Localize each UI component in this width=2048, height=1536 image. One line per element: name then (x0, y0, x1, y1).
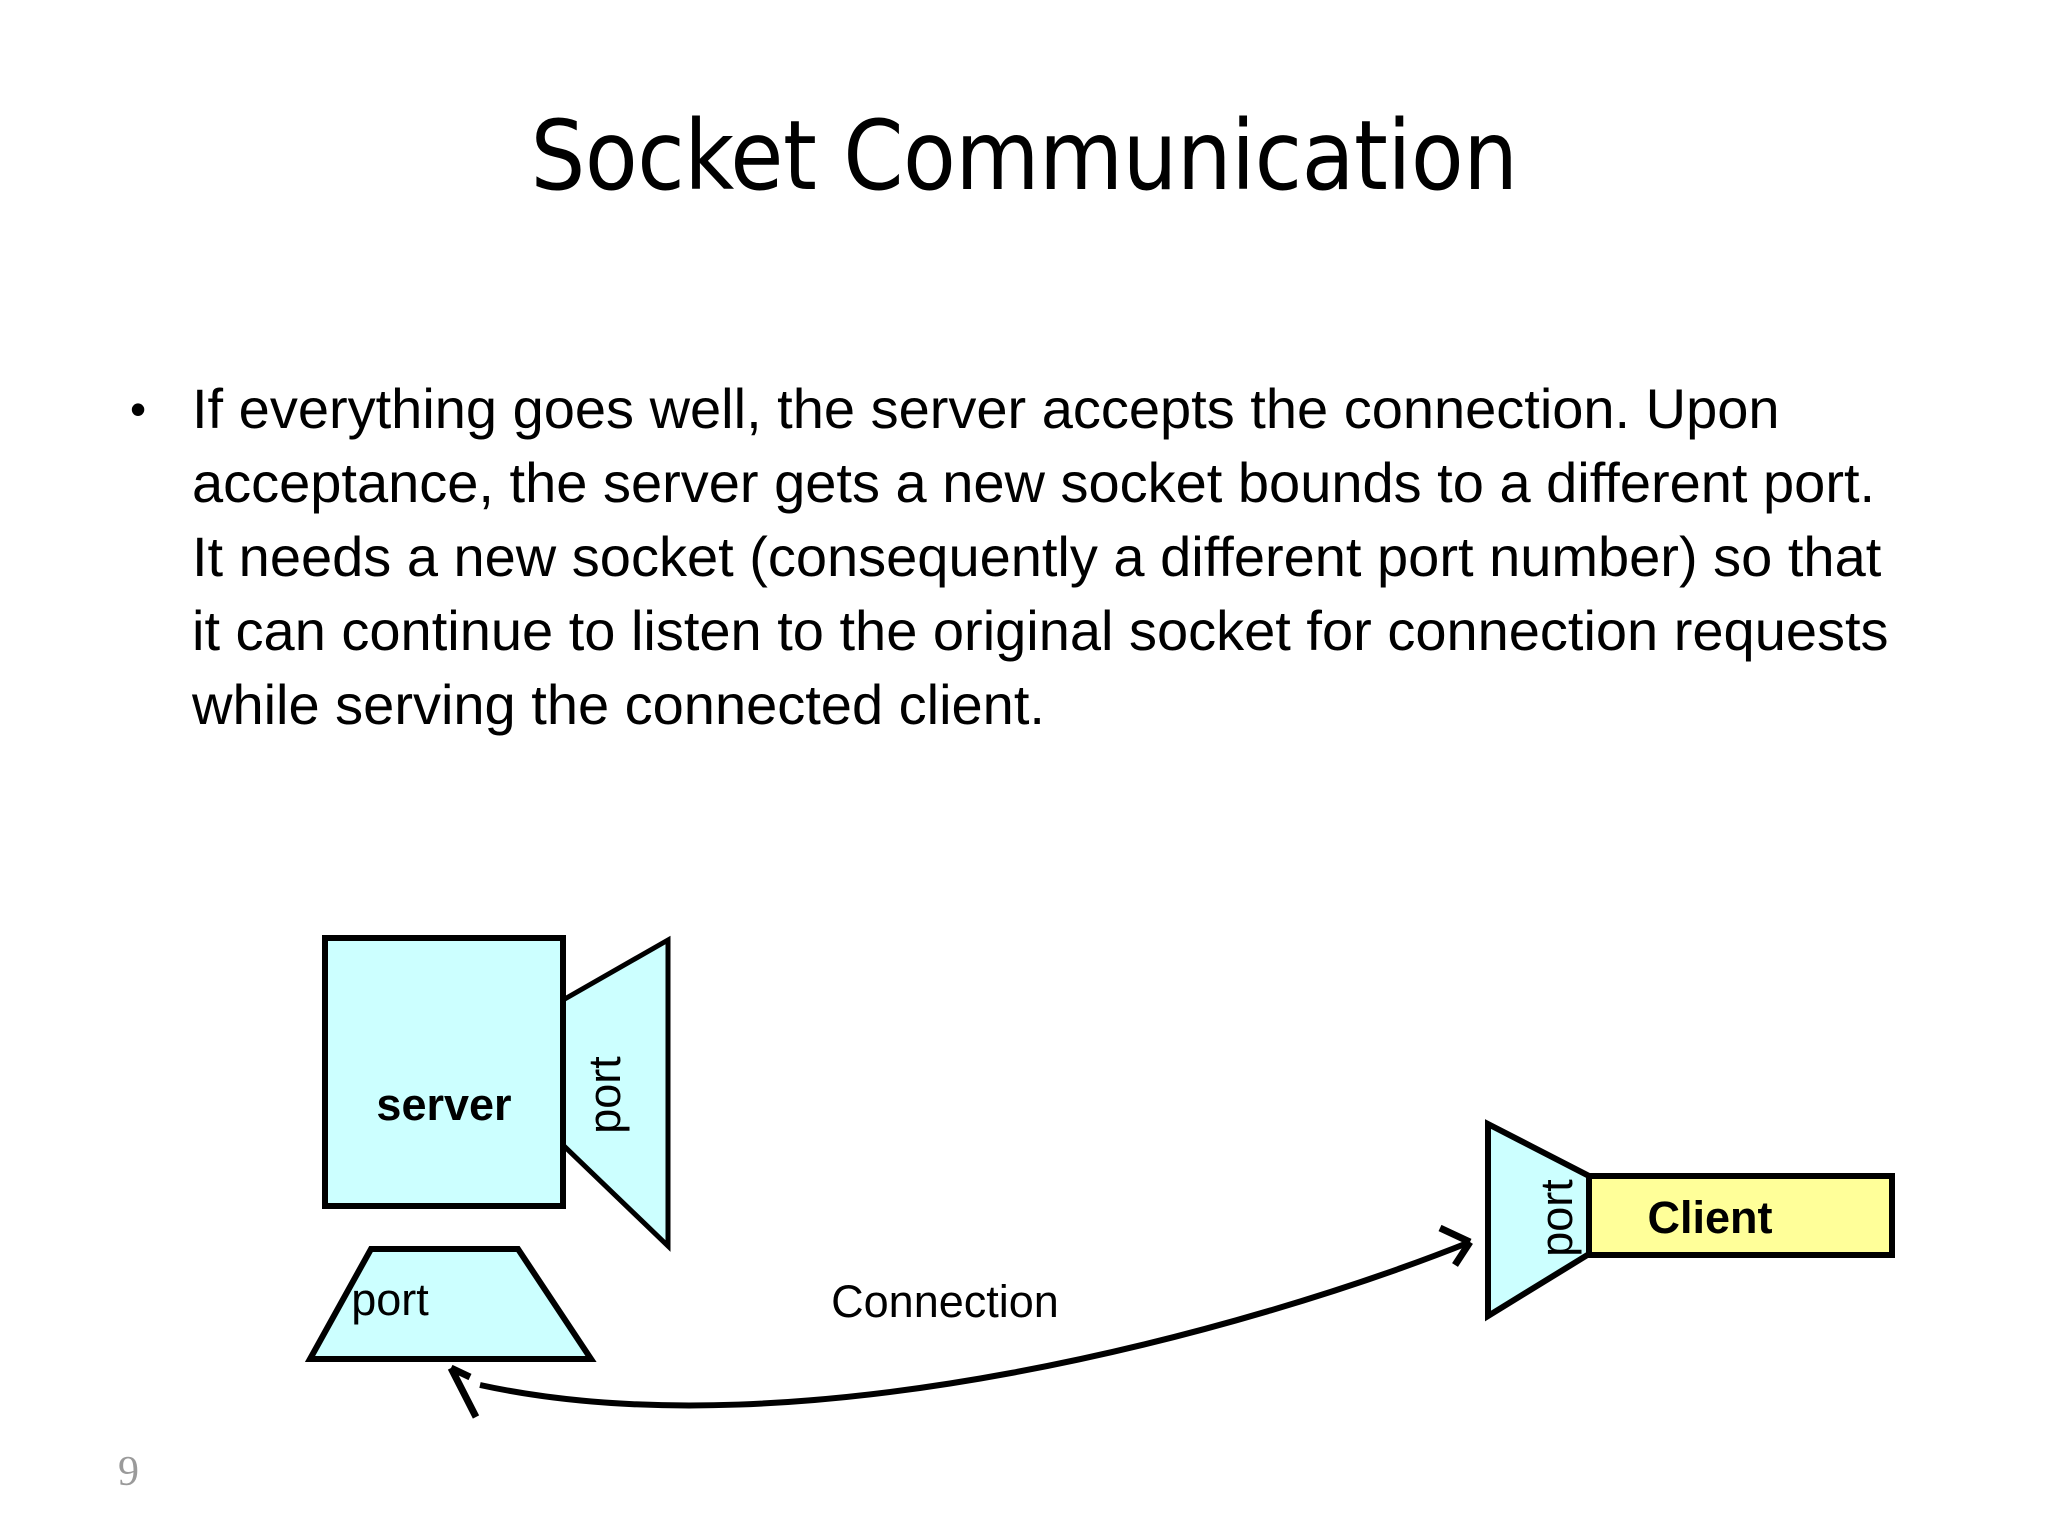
connection-arrowhead-left (447, 1364, 480, 1419)
server-box-shape (322, 935, 566, 1209)
server-box-label: server (376, 1079, 511, 1130)
server-right-port-label: port (579, 1056, 630, 1134)
server-bottom-port-shape (304, 1246, 597, 1362)
connection-curve (479, 1239, 1472, 1409)
server-right-port-shape (560, 935, 671, 1252)
client-box-label: Client (1647, 1192, 1772, 1243)
body-content: • If everything goes well, the server ac… (122, 372, 1952, 742)
connection-label: Connection (831, 1276, 1059, 1327)
client-port-label: port (1531, 1179, 1582, 1257)
bullet-paragraph: If everything goes well, the server acce… (192, 377, 1889, 736)
list-item: • If everything goes well, the server ac… (122, 372, 1952, 742)
page-title: Socket Communication (530, 100, 1518, 212)
server-bottom-port-label: port (351, 1274, 429, 1325)
client-port-shape (1485, 1119, 1592, 1322)
bullet-marker-icon: • (130, 383, 147, 435)
connection-arrowhead-right (1438, 1224, 1473, 1267)
client-box-shape (1586, 1173, 1895, 1258)
page-number: 9 (118, 1449, 139, 1495)
